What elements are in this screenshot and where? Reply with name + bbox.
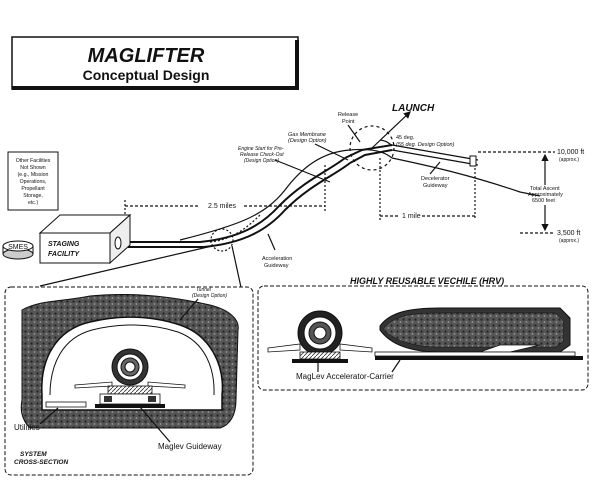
svg-text:1 mile: 1 mile (402, 213, 421, 220)
tunnel-detail-circle (210, 228, 234, 252)
cross-section-caption: SYSTEM (20, 451, 47, 458)
decelerator-guideway-track (391, 144, 479, 167)
title-subtitle: Conceptual Design (83, 67, 210, 83)
maglev-guideway-label: Maglev Guideway (158, 442, 222, 451)
hrv-panel: HIGHLY REUSABLE VECHILE (HRV) MagLev Acc… (257, 276, 589, 391)
altitude-top-note: (approx.) (559, 157, 579, 163)
svg-text:Release: Release (338, 112, 358, 118)
launch-arrow (371, 111, 411, 149)
svg-text:45 deg.: 45 deg. (396, 135, 415, 141)
title-main: MAGLIFTER (88, 45, 205, 67)
svg-text:Approximately: Approximately (528, 192, 563, 198)
svg-text:Gas Membrane: Gas Membrane (288, 132, 326, 138)
accelerator-carrier-label: MagLev Accelerator-Carrier (296, 372, 394, 381)
svg-text:(55 deg. Design Option): (55 deg. Design Option) (396, 142, 455, 148)
svg-text:Engine Start for Pre-: Engine Start for Pre- (238, 146, 284, 152)
engine-start-label: Engine Start for Pre- Release Check-Out … (238, 146, 331, 183)
svg-text:Release Check-Out: Release Check-Out (240, 152, 284, 158)
tunnel-label: Tunnel (196, 287, 212, 293)
svg-text:STAGING: STAGING (48, 241, 80, 248)
smes-unit: SMES (2, 240, 34, 260)
acceleration-guideway-label: Acceleration Guideway (262, 233, 292, 269)
svg-text:Decelerator: Decelerator (421, 176, 450, 182)
utilities-label: Utilities (14, 423, 40, 432)
svg-text:Operations,: Operations, (20, 179, 47, 185)
decelerator-guideway-label: Decelerator Guideway (421, 161, 450, 189)
svg-text:6500 feet: 6500 feet (532, 198, 555, 204)
svg-text:(Design Option): (Design Option) (244, 158, 279, 164)
title-box: MAGLIFTER Conceptual Design (11, 36, 299, 90)
angle-arc (379, 139, 393, 147)
leader-line-left (39, 245, 213, 287)
svg-text:(Design Option): (Design Option) (192, 293, 227, 299)
release-point-label: Release Point (338, 112, 361, 143)
svg-text:Not Shown: Not Shown (20, 165, 45, 171)
system-cross-section-panel: Tunnel (Design Option) Utilities Maglev … (4, 286, 254, 476)
launch-label: LAUNCH (392, 103, 435, 114)
altitude-bottom-note: (approx.) (559, 238, 579, 244)
svg-text:Other Facilities: Other Facilities (16, 158, 51, 164)
svg-text:SMES: SMES (8, 244, 28, 251)
svg-text:FACILITY: FACILITY (48, 251, 80, 258)
hrv-title: HIGHLY REUSABLE VECHILE (HRV) (350, 276, 504, 286)
svg-text:Point: Point (342, 119, 355, 125)
altitude-bottom-value: 3,500 ft (557, 230, 580, 237)
svg-text:Guideway: Guideway (423, 183, 448, 189)
gas-membrane-label: Gas Membrane (Design Option) (288, 132, 349, 161)
svg-text:etc.): etc.) (28, 200, 38, 206)
other-facilities-box: Other Facilities Not Shown (e.g., Missio… (7, 151, 59, 211)
release-point-circle (349, 125, 395, 171)
staging-facility: STAGING FACILITY (38, 213, 132, 265)
distance-2-5-miles: 2.5 miles (124, 165, 326, 246)
total-ascent-label: Total Ascent (530, 186, 560, 192)
svg-text:(Design Option): (Design Option) (288, 138, 327, 144)
leader-line-right (231, 245, 243, 293)
svg-text:Storage,: Storage, (23, 193, 43, 199)
svg-text:2.5 miles: 2.5 miles (208, 203, 237, 210)
mountain-profile (179, 148, 541, 243)
svg-text:Guideway: Guideway (264, 263, 289, 269)
altitude-top-value: 10,000 ft (557, 149, 584, 156)
svg-text:Acceleration: Acceleration (262, 256, 292, 262)
angle-label: 45 deg. (55 deg. Design Option) (396, 135, 455, 148)
altitude-scale: 10,000 ft (approx.) 3,500 ft (approx.) T… (478, 149, 584, 244)
svg-text:Propellant: Propellant (21, 186, 45, 192)
svg-text:(e.g., Mission: (e.g., Mission (18, 172, 49, 178)
distance-1-mile: 1 mile (379, 158, 476, 220)
svg-text:CROSS-SECTION: CROSS-SECTION (14, 459, 68, 466)
